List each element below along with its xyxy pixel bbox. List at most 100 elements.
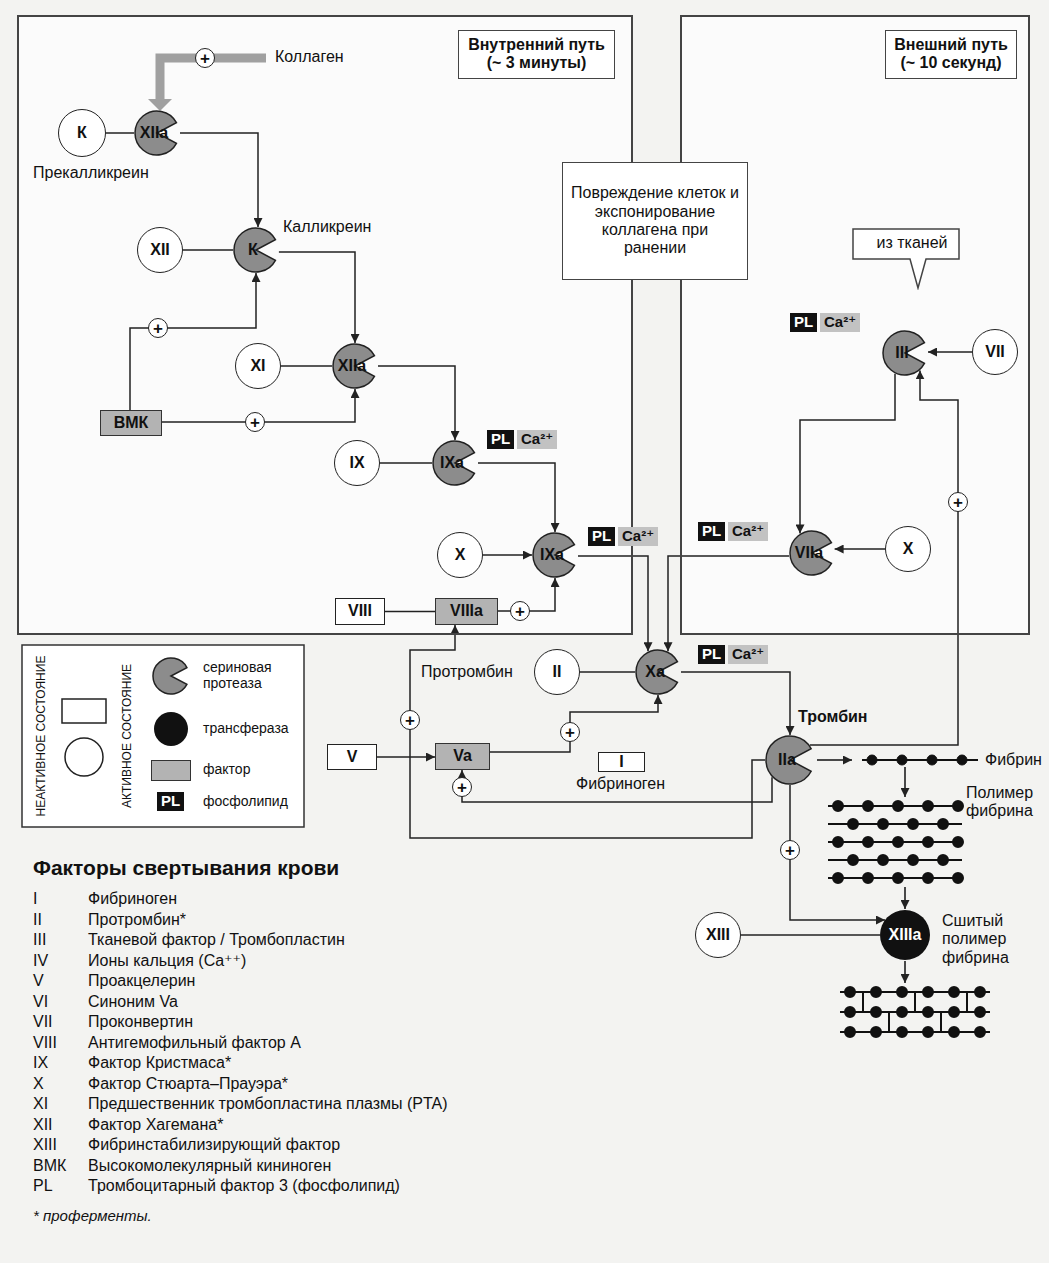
protease-outline	[883, 331, 924, 375]
table-cell: Тромбоцитарный фактор 3 (фосфолипид)	[88, 1177, 400, 1195]
factor-label: ВМК	[114, 414, 149, 432]
table-cell: Фактор Стюарта–Прауэра*	[88, 1075, 288, 1093]
legend-inactive-circle	[65, 738, 103, 776]
callout: из тканей	[852, 228, 972, 290]
inactive-factor-circle: XIII	[695, 912, 741, 958]
factor-label: II	[553, 663, 562, 681]
factor-label: Повреждение клеток и экспонирование колл…	[569, 184, 741, 258]
active-factor-box: Va	[435, 743, 490, 770]
plus-sign: +	[148, 318, 168, 338]
fibrin-chain	[817, 755, 978, 797]
text-label: Коллаген	[275, 48, 344, 66]
inactive-factor-box: VIII	[335, 598, 385, 625]
table-cell: V	[33, 972, 44, 990]
connector	[490, 695, 658, 752]
calcium-badge: Ca²⁺	[820, 313, 860, 332]
table-cell: Проакцелерин	[88, 972, 195, 990]
factor-label: VIII	[348, 602, 372, 620]
table-cell: IX	[33, 1054, 48, 1072]
legend-protease	[153, 658, 187, 694]
table-cell: XII	[33, 1116, 53, 1134]
serine-protease: XIIa	[134, 110, 180, 156]
factor-label: VIIIa	[450, 602, 483, 620]
factor-label: IXa	[440, 454, 464, 472]
inactive-factor-box: V	[327, 744, 377, 770]
serine-protease: IXa	[432, 440, 478, 486]
connector	[580, 671, 635, 673]
connector	[462, 770, 772, 802]
legend-heading: АКТИВНОЕ СОСТОЯНИЕ	[121, 664, 135, 808]
connector	[668, 556, 789, 651]
plus-sign: +	[780, 840, 800, 860]
active-factor-box: VIIIa	[435, 598, 498, 625]
connector	[410, 625, 765, 838]
factor-label: из тканей	[852, 228, 972, 259]
table-cell: Фактор Кристмаса*	[88, 1054, 231, 1072]
table-cell: Предшественник тромбопластина плазмы (PT…	[88, 1095, 448, 1113]
plus-sign: +	[245, 412, 265, 432]
table-cell: Тканевой фактор / Тромбопластин	[88, 931, 345, 949]
factor-label: IXa	[540, 546, 564, 564]
plus-sign: +	[400, 710, 420, 730]
serine-protease: VIIa	[789, 530, 835, 576]
factor-label: XIIa	[338, 357, 366, 375]
table-cell: IV	[33, 952, 48, 970]
inactive-factor-circle: X	[437, 532, 483, 578]
panel-ground	[680, 15, 1030, 635]
protease-outline	[533, 533, 574, 577]
factor-label: XIIIa	[889, 926, 922, 944]
phospholipid-badge: PL	[698, 522, 725, 541]
factor-label: IIa	[778, 751, 796, 769]
table-cell: Высокомолекулярный кининоген	[88, 1157, 331, 1175]
factor-label: X	[455, 546, 466, 564]
connector	[810, 370, 958, 745]
table-cell: Фактор Хагемана*	[88, 1116, 223, 1134]
legend-frame	[22, 645, 304, 827]
serine-protease: III	[882, 330, 928, 376]
table-cell: XI	[33, 1095, 48, 1113]
inactive-factor-circle: IIПротромбин	[534, 649, 580, 695]
panel-heading: Внутренний путь (~ 3 минуты)	[458, 30, 615, 79]
connector	[483, 554, 532, 556]
legend-text: фактор	[203, 761, 301, 777]
table-cell: VIII	[33, 1034, 57, 1052]
table-cell: Антигемофильный фактор А	[88, 1034, 301, 1052]
table-cell: Синоним Va	[88, 993, 178, 1011]
connector	[279, 252, 355, 343]
footnote: * проферменты.	[33, 1207, 152, 1224]
factor-label: I	[619, 753, 623, 771]
protease-outline	[234, 228, 275, 272]
node-caption: Калликреин	[283, 218, 371, 236]
inactive-factor-box: IФибриноген	[598, 752, 645, 772]
inactive-factor-circle: XI	[235, 343, 281, 389]
connector	[378, 366, 455, 440]
collagen-arrowhead	[148, 99, 172, 111]
crosslinked-polymer	[840, 987, 990, 1037]
table-cell: ВМК	[33, 1157, 66, 1175]
table-cell: Фибринстабилизирующий фактор	[88, 1136, 340, 1154]
connector	[180, 133, 258, 227]
flow-arrow	[904, 961, 906, 983]
protease-outline	[333, 344, 374, 388]
connector	[281, 365, 332, 367]
protease-outline	[636, 650, 677, 694]
legend-text: сериновая протеаза	[203, 659, 301, 691]
serine-protease: IIaТромбин	[765, 735, 815, 785]
connector	[183, 249, 233, 251]
factor-label: XIII	[706, 926, 730, 944]
table-cell: Протромбин*	[88, 911, 186, 929]
flow-arrow	[904, 887, 906, 909]
serine-protease: ККалликреин	[233, 227, 279, 273]
plus-sign: +	[452, 777, 472, 797]
connector	[928, 351, 972, 353]
factor-label: IX	[349, 454, 364, 472]
connector	[835, 548, 885, 550]
table-heading: Факторы свертывания крови	[33, 856, 339, 880]
serine-protease: XIIa	[332, 343, 378, 389]
connector	[681, 672, 790, 735]
legend-text: фосфолипид	[203, 793, 301, 809]
factor-label: V	[347, 748, 358, 766]
node-caption: Протромбин	[421, 663, 513, 681]
